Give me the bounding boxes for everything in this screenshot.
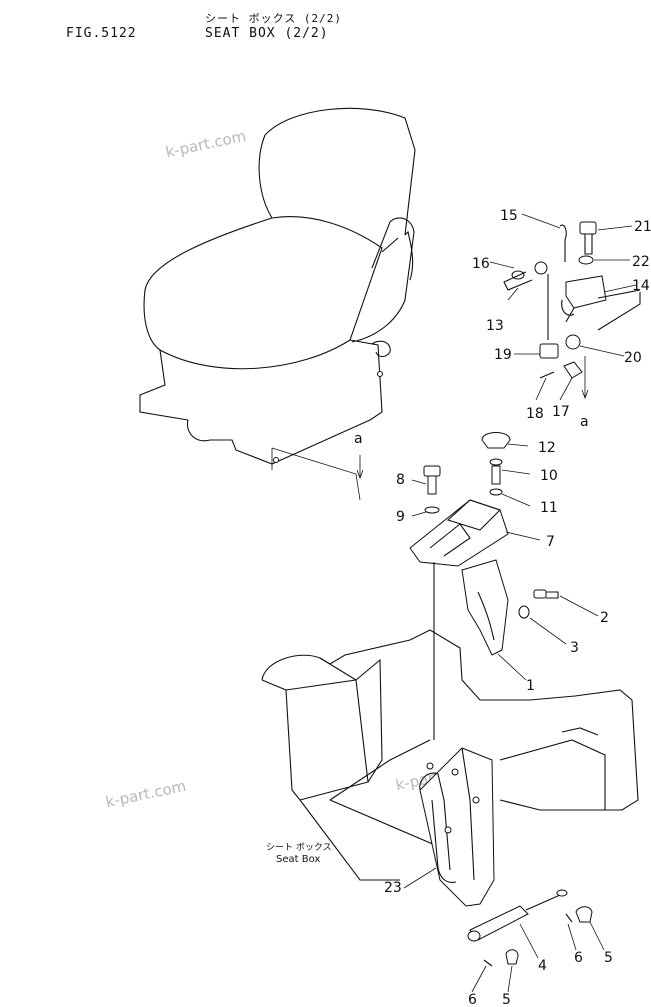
callout-14: 14 — [632, 278, 650, 294]
callout-19: 19 — [494, 347, 512, 363]
callout-1: 1 — [526, 678, 535, 694]
callout-23: 23 — [384, 880, 402, 896]
callout-21: 21 — [634, 219, 651, 235]
linkage-hardware-cluster — [503, 221, 641, 400]
seat-box-label-english: Seat Box — [276, 854, 320, 865]
callout-13: 13 — [486, 318, 504, 334]
figure-title-japanese: シート ボックス (2/2) — [205, 12, 343, 25]
callout-9: 9 — [396, 509, 405, 525]
view-marker-a-target: a — [580, 414, 589, 430]
callout-7: 7 — [546, 534, 555, 550]
view-marker-a: a — [354, 431, 363, 447]
callout-5: 5 — [604, 950, 613, 966]
callout-20: 20 — [624, 350, 642, 366]
gas-spring — [467, 889, 593, 967]
callout-11: 11 — [540, 500, 558, 516]
callout-2: 2 — [600, 610, 609, 626]
bracket-assembly — [409, 432, 559, 740]
callout-8: 8 — [396, 472, 405, 488]
seat-box-body — [261, 629, 639, 881]
callout-12: 12 — [538, 440, 556, 456]
callout-6: 6 — [468, 992, 477, 1007]
seat-box-label-japanese: シート ボックス — [266, 842, 332, 853]
callout-15: 15 — [500, 208, 518, 224]
callout-17: 17 — [552, 404, 570, 420]
callout-5: 5 — [502, 992, 511, 1007]
callout-18: 18 — [526, 406, 544, 422]
callout-3: 3 — [570, 640, 579, 656]
leader-lines — [403, 213, 637, 993]
figure-title-english: SEAT BOX (2/2) — [205, 26, 329, 41]
handle-bracket — [419, 747, 495, 907]
callout-10: 10 — [540, 468, 558, 484]
callout-16: 16 — [472, 256, 490, 272]
callout-4: 4 — [538, 958, 547, 974]
seat-drawing — [139, 107, 416, 501]
callout-6: 6 — [574, 950, 583, 966]
callout-22: 22 — [632, 254, 650, 270]
figure-number: FIG.5122 — [66, 26, 137, 41]
